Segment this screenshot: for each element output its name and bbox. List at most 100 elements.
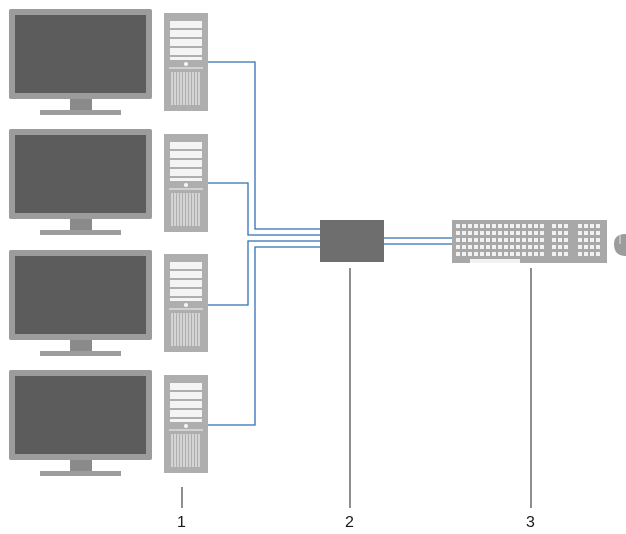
keyboard-icon: [452, 220, 607, 263]
keyboard-key: [578, 238, 582, 242]
keyboard-key: [564, 245, 568, 249]
tower-pc-icon: [163, 12, 209, 112]
keyboard-key: [504, 252, 508, 256]
keyboard-key: [492, 238, 496, 242]
keyboard-key: [534, 245, 538, 249]
keyboard-key: [468, 231, 472, 235]
keyboard-key: [486, 252, 490, 256]
keyboard-key: [498, 238, 502, 242]
keyboard-key: [474, 245, 478, 249]
keyboard-key: [552, 231, 556, 235]
keyboard-key: [516, 252, 520, 256]
keyboard-key: [468, 238, 472, 242]
keyboard-key: [584, 252, 588, 256]
keyboard-key: [558, 238, 562, 242]
keyboard-key: [596, 238, 600, 242]
console-cables: [384, 237, 452, 245]
keyboard-key: [504, 231, 508, 235]
cable-pc1: [208, 61, 320, 230]
keyboard-key: [528, 252, 532, 256]
keyboard-key: [516, 245, 520, 249]
keyboard-key: [540, 231, 544, 235]
keyboard-key: [456, 231, 460, 235]
keyboard-key: [480, 245, 484, 249]
keyboard-key: [510, 224, 514, 228]
keyboard-key: [468, 252, 472, 256]
keyboard-key: [564, 231, 568, 235]
keyboard-key: [596, 231, 600, 235]
keyboard-key: [534, 231, 538, 235]
tower-pc-icon: [163, 253, 209, 353]
keyboard-key: [590, 245, 594, 249]
keyboard-key: [468, 245, 472, 249]
monitor-icon: [9, 370, 152, 476]
keyboard-key: [590, 231, 594, 235]
keyboard-key: [522, 252, 526, 256]
keyboard-key: [456, 252, 460, 256]
keyboard-key: [516, 224, 520, 228]
kvm-switch-icon: [320, 220, 384, 262]
keyboard-key: [522, 224, 526, 228]
keyboard-key: [590, 238, 594, 242]
keyboard-key: [462, 231, 466, 235]
keyboard-key: [528, 245, 532, 249]
keyboard-key: [534, 252, 538, 256]
keyboard-key: [492, 252, 496, 256]
keyboard-key: [584, 245, 588, 249]
keyboard-key: [456, 224, 460, 228]
keyboard-key: [492, 224, 496, 228]
keyboard-key: [564, 238, 568, 242]
keyboard-key: [596, 224, 600, 228]
computer-cables: [208, 61, 320, 426]
keyboard-key: [504, 224, 508, 228]
keyboard-key: [578, 231, 582, 235]
keyboard-key: [528, 224, 532, 228]
keyboard-key: [462, 245, 466, 249]
keyboard-key: [596, 245, 600, 249]
keyboard-key: [528, 231, 532, 235]
keyboard-key: [456, 238, 460, 242]
keyboard-key: [474, 231, 478, 235]
keyboard-key: [456, 245, 460, 249]
monitor-icon: [9, 9, 152, 115]
tower-pc-icon: [163, 133, 209, 233]
keyboard-key: [468, 224, 472, 228]
keyboard-key: [462, 224, 466, 228]
cable-pc3: [208, 240, 320, 306]
callout-label-1: 1: [177, 514, 186, 531]
keyboard-key: [486, 231, 490, 235]
keyboard-key: [510, 238, 514, 242]
tower-pc-icon: [163, 374, 209, 474]
keyboard-key: [480, 224, 484, 228]
keyboard-key: [540, 252, 544, 256]
keyboard-key: [498, 231, 502, 235]
keyboard-key: [552, 238, 556, 242]
keyboard-key: [516, 238, 520, 242]
keyboard-key: [480, 238, 484, 242]
keyboard-key: [558, 245, 562, 249]
keyboard-key: [578, 224, 582, 228]
keyboard-key: [578, 252, 582, 256]
keyboard-key: [584, 224, 588, 228]
keyboard-key: [552, 224, 556, 228]
keyboard-key: [474, 224, 478, 228]
keyboard-key: [486, 238, 490, 242]
keyboard-key: [552, 245, 556, 249]
keyboard-key: [504, 245, 508, 249]
keyboard-key: [474, 252, 478, 256]
keyboard-key: [492, 245, 496, 249]
keyboard-key: [584, 238, 588, 242]
mouse-icon: [614, 234, 626, 256]
keyboard-key: [462, 238, 466, 242]
keyboard-key: [522, 245, 526, 249]
keyboard-key: [558, 252, 562, 256]
keyboard-key: [462, 252, 466, 256]
keyboard-key: [534, 238, 538, 242]
keyboard-key: [590, 252, 594, 256]
monitor-icon: [9, 250, 152, 356]
keyboard-key: [480, 231, 484, 235]
keyboard-key: [486, 224, 490, 228]
keyboard-key: [540, 245, 544, 249]
keyboard-key: [510, 245, 514, 249]
